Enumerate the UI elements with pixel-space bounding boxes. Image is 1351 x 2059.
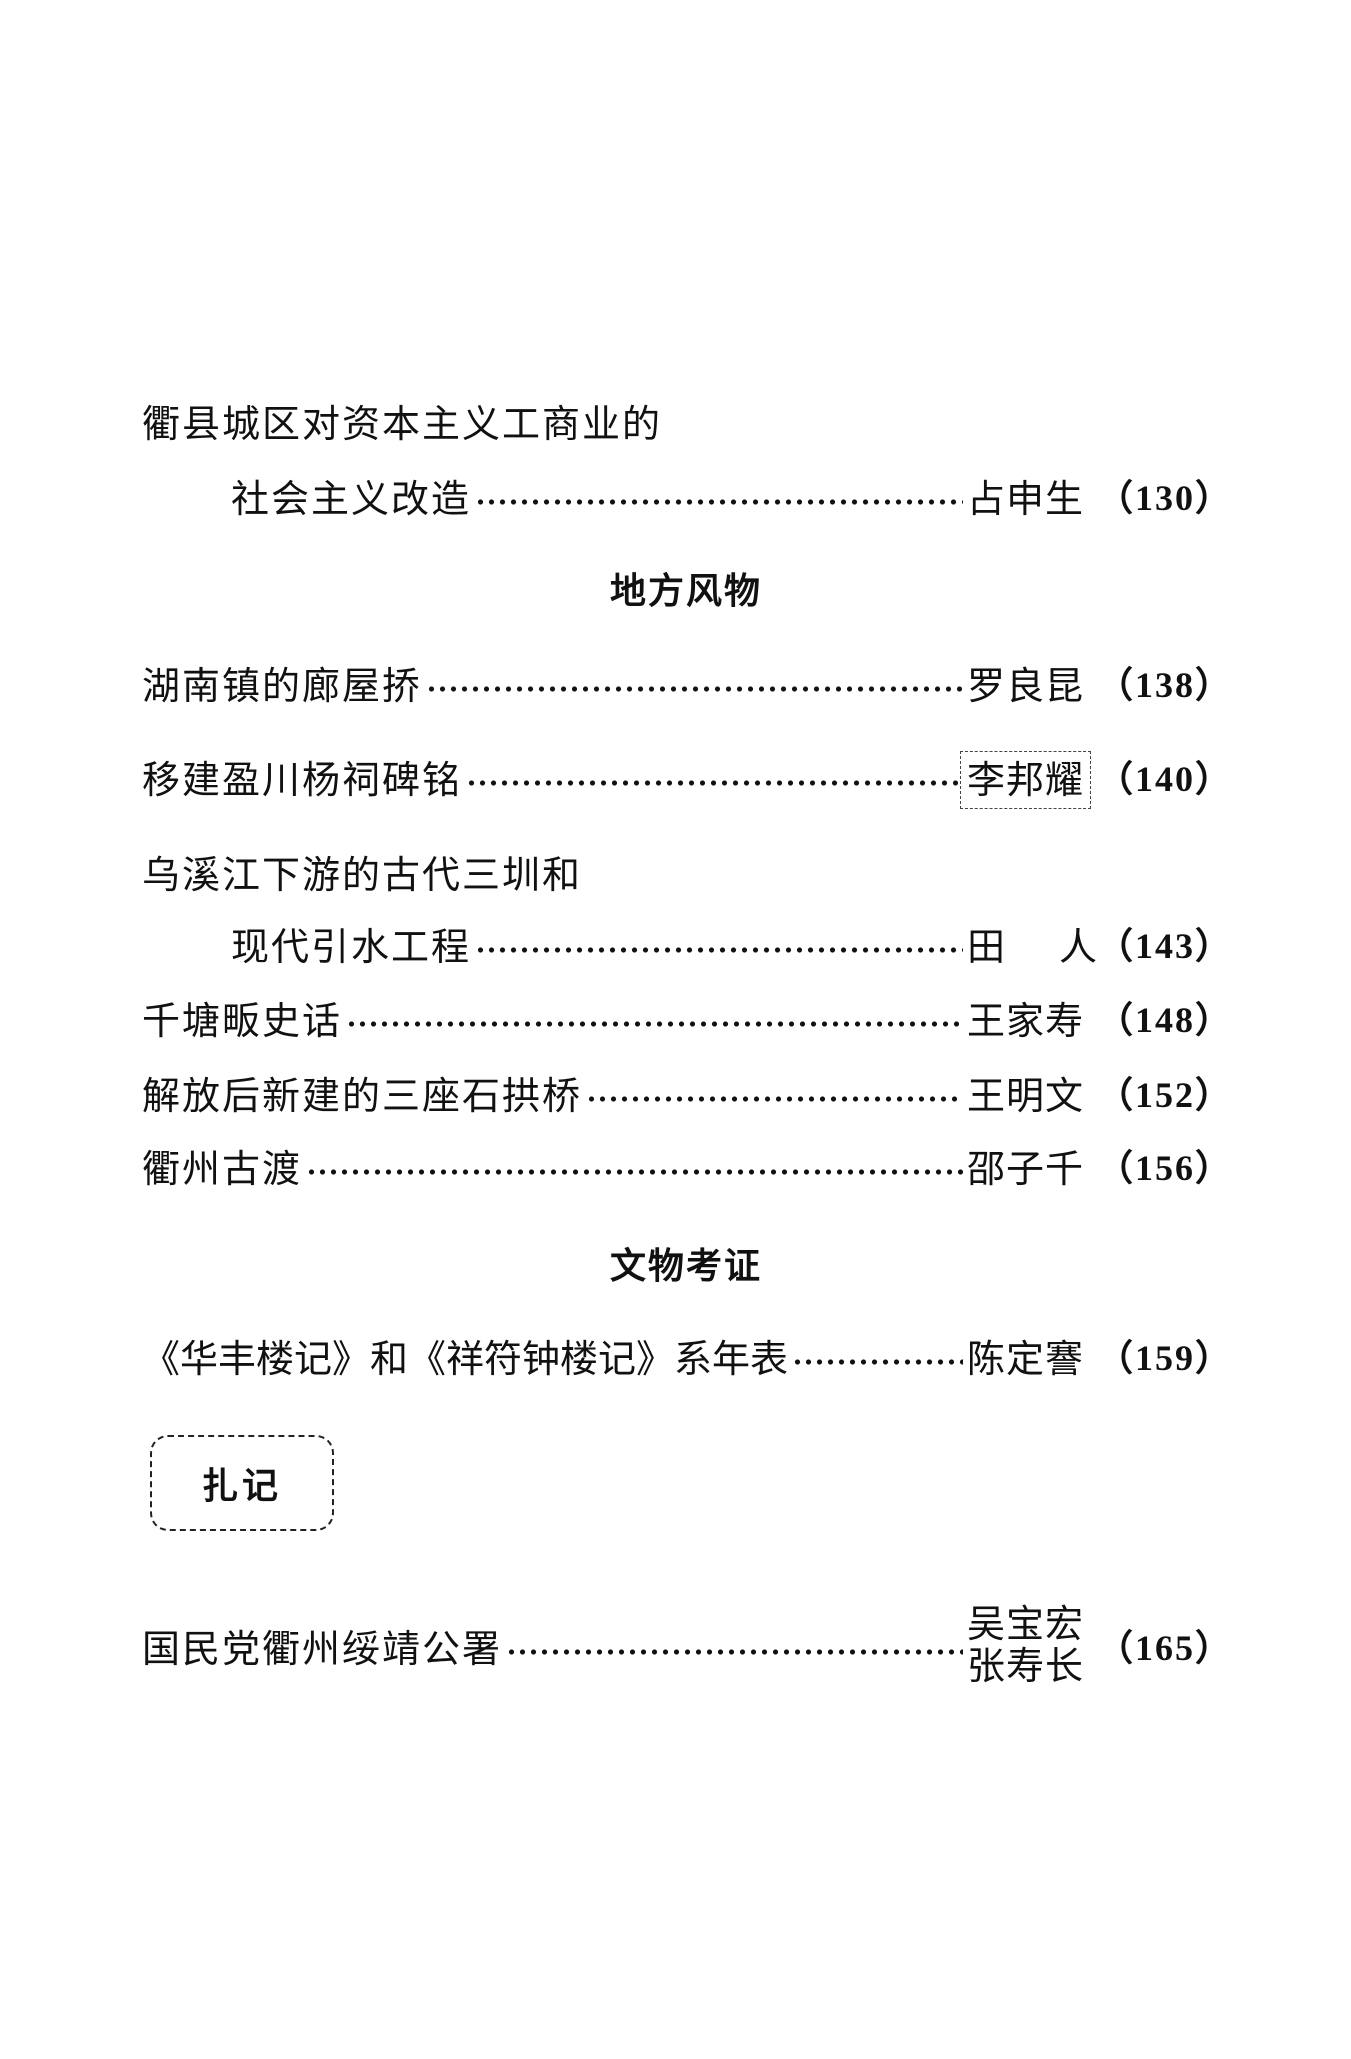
- entry-title: 国民党衢州绥靖公署: [142, 1626, 503, 1671]
- entry-title: 湖南镇的廊屋挢: [142, 663, 423, 708]
- entry-title: 现代引水工程: [231, 924, 472, 969]
- entry-author: 占申生: [967, 476, 1085, 521]
- dot-leader: [586, 1094, 963, 1104]
- entry-page: （138）: [1097, 665, 1234, 705]
- entry-title: 乌溪江下游的古代三圳和: [142, 852, 583, 897]
- entry-author: 罗良昆: [967, 663, 1085, 708]
- toc-entry[interactable]: 解放后新建的三座石拱桥 王明文 （152）: [142, 1067, 1234, 1118]
- entry-page: （130）: [1097, 478, 1234, 518]
- section-heading: 地方风物: [609, 571, 762, 612]
- toc-entry[interactable]: 衢州古渡 邵子千 （156）: [142, 1140, 1234, 1191]
- toc-entry[interactable]: 社会主义改造 占申生 （130）: [231, 470, 1234, 521]
- toc-entry[interactable]: 现代引水工程 田 人 （143）: [231, 916, 1234, 971]
- entry-title: 社会主义改造: [231, 476, 472, 521]
- dot-leader: [466, 778, 963, 788]
- section-heading: 文物考证: [609, 1246, 762, 1287]
- entry-author: 张寿长: [967, 1644, 1085, 1688]
- dot-leader: [475, 945, 963, 955]
- entry-authors: 吴宝宏 张寿长: [967, 1603, 1097, 1687]
- dot-leader: [426, 684, 963, 694]
- author-char: 田: [967, 924, 1006, 969]
- entry-author: 邵子千: [967, 1146, 1085, 1191]
- section-heading-ornamented-box: 扎记: [150, 1435, 334, 1531]
- entry-page: （140）: [1097, 759, 1234, 799]
- entry-title: 千塘畈史话: [142, 998, 343, 1043]
- entry-author: 陈定謇: [967, 1336, 1085, 1381]
- toc-entry-title-line1: 乌溪江下游的古代三圳和: [142, 846, 1222, 897]
- entry-title: 解放后新建的三座石拱桥: [142, 1073, 583, 1118]
- entry-page: （159）: [1097, 1338, 1234, 1378]
- author-char: 人: [1058, 924, 1097, 969]
- toc-entry[interactable]: 国民党衢州绥靖公署 吴宝宏 张寿长 （165）: [142, 1600, 1234, 1690]
- dot-leader: [506, 1647, 963, 1657]
- dot-leader: [306, 1167, 963, 1177]
- toc-entry[interactable]: 移建盈川杨祠碑铭 李邦耀 （140）: [142, 750, 1234, 809]
- entry-page: （165）: [1097, 1628, 1234, 1668]
- dot-leader: [792, 1357, 963, 1367]
- entry-page: （152）: [1097, 1075, 1234, 1115]
- entry-author: 田 人: [967, 916, 1097, 971]
- entry-page: （156）: [1097, 1148, 1234, 1188]
- section-heading: 扎记: [201, 1466, 282, 1507]
- toc-entry[interactable]: 湖南镇的廊屋挢 罗良昆 （138）: [142, 657, 1234, 708]
- dot-leader: [475, 497, 963, 507]
- entry-title: 衢县城区对资本主义工商业的: [142, 401, 663, 446]
- entry-author: 王家寿: [967, 998, 1085, 1043]
- dot-leader: [346, 1019, 963, 1029]
- entry-author: 吴宝宏: [967, 1602, 1085, 1646]
- entry-title: 《华丰楼记》和《祥符钟楼记》系年表: [142, 1336, 789, 1381]
- toc-entry[interactable]: 《华丰楼记》和《祥符钟楼记》系年表 陈定謇 （159）: [142, 1330, 1234, 1381]
- entry-page: （143）: [1097, 926, 1234, 966]
- entry-title: 移建盈川杨祠碑铭: [142, 757, 463, 802]
- toc-entry[interactable]: 千塘畈史话 王家寿 （148）: [142, 992, 1234, 1043]
- entry-page: （148）: [1097, 1000, 1234, 1040]
- entry-title: 衢州古渡: [142, 1146, 303, 1191]
- entry-author: 王明文: [967, 1073, 1085, 1118]
- entry-author-boxed: 李邦耀: [959, 750, 1092, 809]
- toc-entry-title-line1: 衢县城区对资本主义工商业的: [142, 395, 1222, 446]
